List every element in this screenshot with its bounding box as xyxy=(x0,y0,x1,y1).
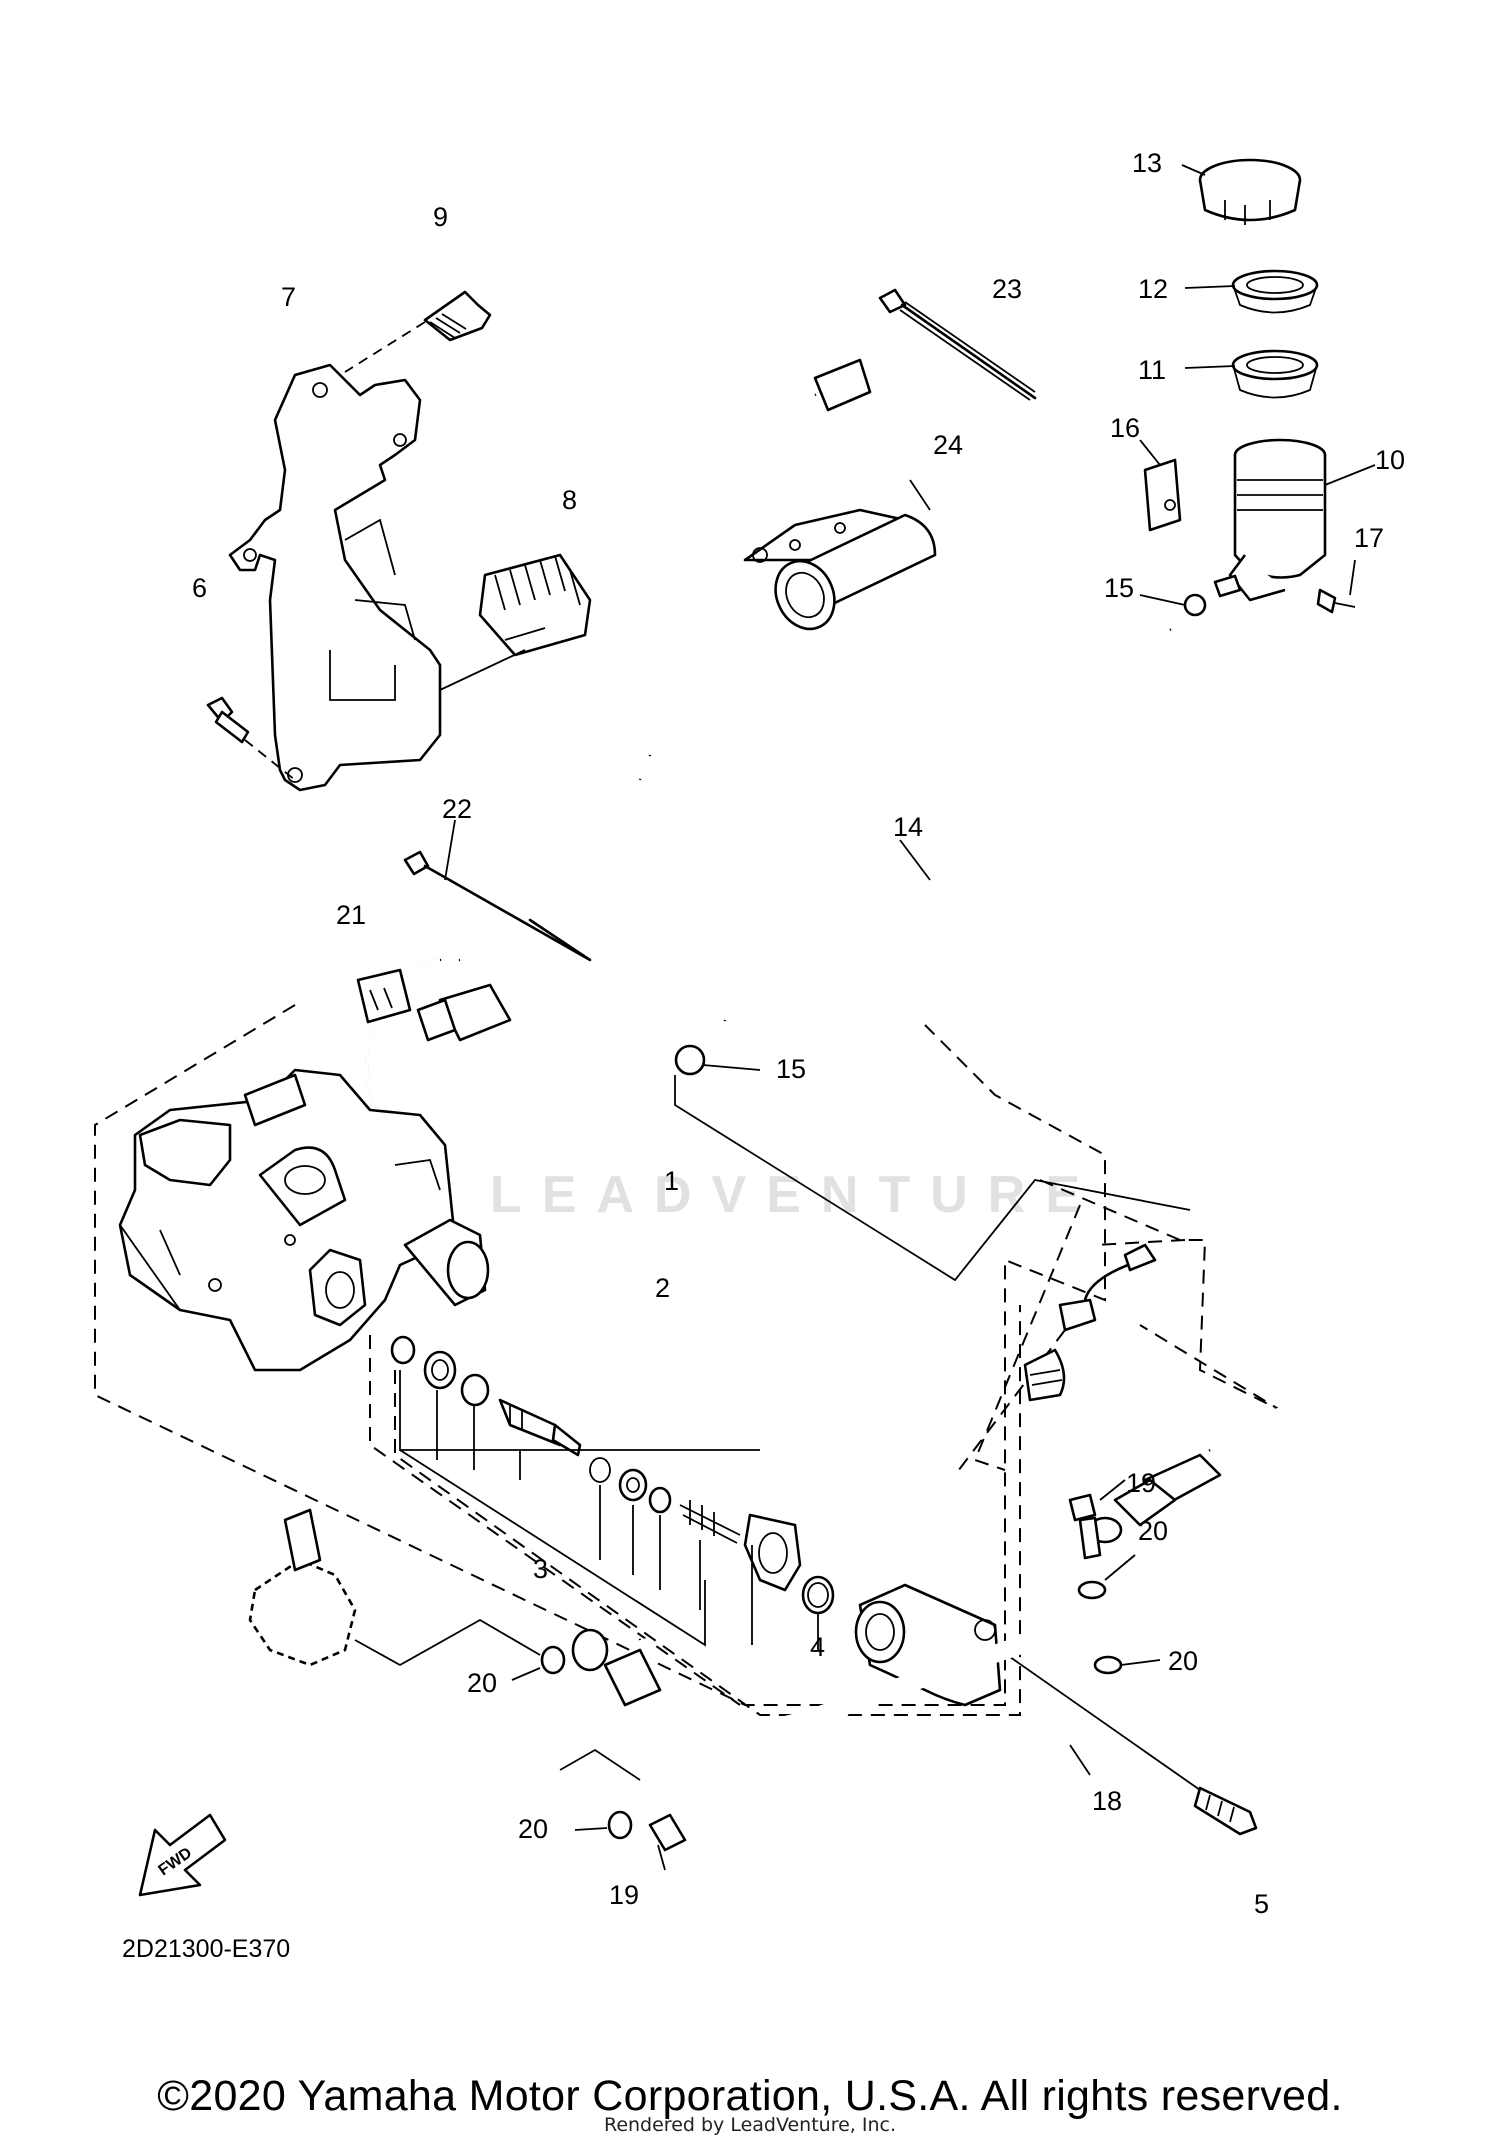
callout-6: 6 xyxy=(192,573,207,603)
connector-part-21 xyxy=(356,968,512,1042)
ring-part-12 xyxy=(1184,269,1319,314)
callout-19-left: 19 xyxy=(609,1880,639,1910)
watermark-text: LEADVENTURE xyxy=(490,1166,1101,1224)
callout-2: 2 xyxy=(655,1273,670,1303)
coil-part-24 xyxy=(743,479,937,631)
assembly-outlines xyxy=(94,1004,1281,1716)
callout-20-left-a: 20 xyxy=(467,1668,497,1698)
bracket-part-7 xyxy=(228,363,442,792)
callout-4: 4 xyxy=(810,1632,825,1662)
clip-part-16 xyxy=(1139,439,1182,532)
callout-23: 23 xyxy=(992,274,1022,304)
callout-22: 22 xyxy=(442,794,472,824)
ring-part-11 xyxy=(1184,349,1319,399)
bolt-part-6 xyxy=(206,696,296,781)
regulator-part-8 xyxy=(439,553,592,691)
callout-8: 8 xyxy=(562,485,577,515)
callout-24: 24 xyxy=(933,430,963,460)
piston-kit-part-3 xyxy=(390,1335,760,1647)
callout-19-right: 19 xyxy=(1126,1468,1156,1498)
clamp-part-15-lower xyxy=(674,1044,1191,1282)
hose-part-18 xyxy=(571,1403,1372,1776)
callout-1: 1 xyxy=(664,1166,679,1196)
washer-part-20-left-b xyxy=(574,1810,633,1840)
callout-17: 17 xyxy=(1354,523,1384,553)
screw-part-17 xyxy=(1316,559,1356,614)
callout-5: 5 xyxy=(1254,1889,1269,1919)
callout-labels: 1 2 3 4 5 6 7 8 9 10 11 12 13 14 15 15 1… xyxy=(192,148,1405,1919)
callout-15-lower: 15 xyxy=(776,1054,806,1084)
washer-part-20-left-a xyxy=(511,1645,566,1681)
callout-16: 16 xyxy=(1110,413,1140,443)
callout-20-right-b: 20 xyxy=(1168,1646,1198,1676)
callout-7: 7 xyxy=(281,282,296,312)
diagram-code: 2D21300-E370 xyxy=(122,1935,291,1963)
callout-13: 13 xyxy=(1132,148,1162,178)
hose-fitting xyxy=(1023,1243,1157,1402)
callout-9: 9 xyxy=(433,202,448,232)
master-cylinder-body xyxy=(118,1068,490,1372)
callout-14: 14 xyxy=(893,812,923,842)
callout-18: 18 xyxy=(1092,1786,1122,1816)
callout-11: 11 xyxy=(1138,355,1166,385)
callout-10: 10 xyxy=(1375,445,1405,475)
cylinder-part-5 xyxy=(854,1583,1258,1836)
bolt-part-19-right xyxy=(1068,1479,1126,1560)
hose-part-14 xyxy=(716,622,1176,1023)
callout-12: 12 xyxy=(1138,274,1168,304)
clamp-part-15-top xyxy=(1139,574,1242,617)
wire-harness xyxy=(343,358,872,1152)
bolt-part-19-left xyxy=(559,1748,687,1871)
callout-15-top: 15 xyxy=(1104,573,1134,603)
rendered-by-credit: Rendered by LeadVenture, Inc. xyxy=(603,2114,897,2136)
washer-part-20-right-a xyxy=(1077,1554,1136,1600)
washer-part-20-right-b xyxy=(1093,1655,1161,1675)
cap-part-13 xyxy=(1181,158,1302,225)
gasket-and-oring-part-4 xyxy=(743,1513,835,1650)
callout-21: 21 xyxy=(336,900,366,930)
callout-20-right-a: 20 xyxy=(1138,1516,1168,1546)
copyright-footer: ©2020 Yamaha Motor Corporation, U.S.A. A… xyxy=(157,2072,1343,2120)
pivot-assembly xyxy=(248,1508,541,1667)
callout-3: 3 xyxy=(533,1554,548,1584)
cable-tie-part-23 xyxy=(878,288,1037,401)
fwd-arrow-icon: FWD xyxy=(138,1813,227,1897)
bolt-part-9 xyxy=(344,290,492,373)
cable-tie-part-22 xyxy=(403,819,592,962)
callout-20-left-b: 20 xyxy=(518,1814,548,1844)
